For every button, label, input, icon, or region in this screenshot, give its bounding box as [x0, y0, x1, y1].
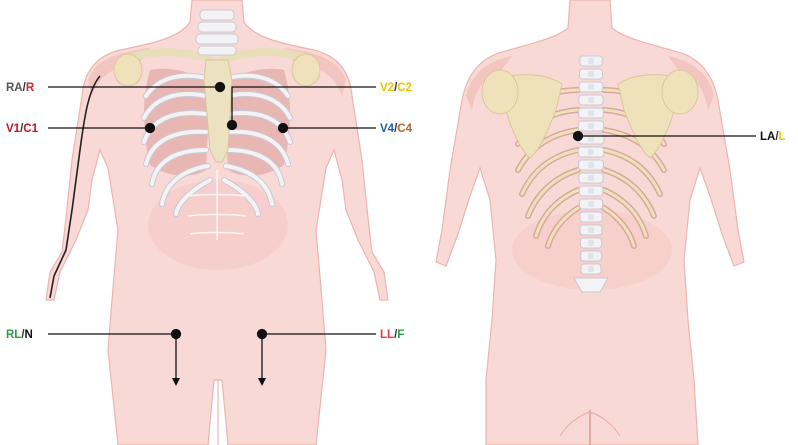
label-segment: N — [25, 329, 33, 341]
label-segment: R — [26, 82, 35, 94]
label-segment: RL — [6, 329, 21, 341]
vertebra-process — [588, 97, 594, 103]
ra-electrode-dot — [216, 83, 225, 92]
label-segment: RA — [6, 82, 23, 94]
back-torso-figure — [436, 0, 744, 445]
ra-label: RA/R — [6, 82, 35, 94]
v2-label: V2/C2 — [380, 82, 412, 94]
vertebra-process — [588, 71, 594, 77]
v4-electrode-dot — [279, 124, 288, 133]
vertebra-process — [588, 175, 594, 181]
vertebra-process — [588, 227, 594, 233]
vertebra-process — [588, 188, 594, 194]
label-segment: V1 — [6, 123, 21, 135]
vertebra-process — [588, 136, 594, 142]
ll-label: LL/F — [380, 329, 404, 341]
label-segment: V2 — [380, 82, 394, 94]
vertebra-process — [588, 266, 594, 272]
back-shoulder-joint-right — [662, 70, 698, 114]
vertebra-process — [588, 110, 594, 116]
v2-electrode-dot — [228, 121, 237, 130]
rl-label: RL/N — [6, 329, 33, 341]
label-segment: C1 — [23, 123, 38, 135]
vertebra-process — [588, 214, 594, 220]
vertebra-process — [588, 58, 594, 64]
vertebra-process — [588, 240, 594, 246]
vertebra-process — [588, 162, 594, 168]
label-segment: LA — [760, 131, 775, 143]
label-segment: C4 — [397, 123, 412, 135]
front-shoulder-joint-right — [292, 54, 320, 86]
vertebra-process — [588, 84, 594, 90]
back-shoulder-joint-left — [482, 70, 518, 114]
v4-label: V4/C4 — [380, 123, 413, 135]
la-label: LA/L — [760, 131, 786, 143]
vertebra-process — [588, 253, 594, 259]
label-segment: C2 — [397, 82, 412, 94]
v1-label: V1/C1 — [6, 123, 39, 135]
la-electrode-dot — [574, 132, 583, 141]
vertebra-process — [588, 201, 594, 207]
vertebra-process — [588, 149, 594, 155]
front-torso-figure — [46, 0, 388, 445]
label-segment: F — [397, 329, 404, 341]
vertebra-process — [588, 123, 594, 129]
label-segment: V4 — [380, 123, 395, 135]
label-segment: L — [779, 131, 786, 143]
front-cervical-spine — [196, 10, 238, 55]
v1-electrode-dot — [146, 124, 155, 133]
label-segment: LL — [380, 329, 394, 341]
front-shoulder-joint-left — [114, 54, 142, 86]
